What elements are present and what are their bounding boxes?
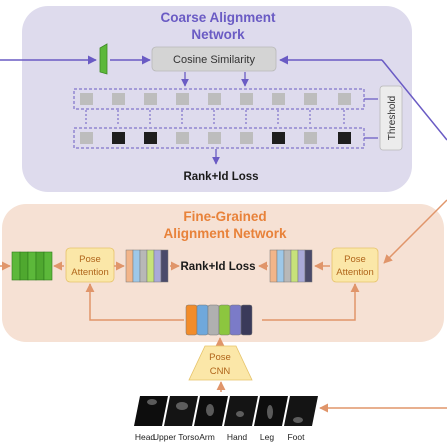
score-cells-bottom (80, 132, 351, 144)
pose-attention-right-line1: Pose (344, 254, 366, 265)
part-label-arm: Arm (199, 432, 215, 442)
pose-feature-stack (185, 304, 253, 336)
fine-loss-label: Rank+Id Loss (180, 261, 255, 273)
diagonal-connector (381, 59, 447, 141)
pose-attention-right-box (331, 247, 379, 283)
cosine-similarity-box (151, 46, 277, 72)
cosine-similarity-label: Cosine Similarity (173, 54, 255, 66)
pose-attention-left-line1: Pose (79, 254, 101, 265)
part-label-head: Head (135, 432, 156, 442)
threshold-box (379, 85, 403, 151)
pose-cnn-block: Pose CNN (188, 337, 253, 392)
pose-feature-bracket (89, 284, 356, 321)
fine-title-line1: Fine-Grained (183, 209, 266, 224)
part-label-foot: Foot (287, 432, 305, 442)
heatmap-hand (224, 396, 258, 426)
row-link-arrows (85, 110, 345, 126)
coarse-alignment-panel: Coarse Alignment Network Cosine Similari… (0, 6, 447, 192)
pose-cnn-line1: Pose (209, 352, 231, 363)
threshold-label: Threshold (387, 96, 398, 140)
orange-diagonal-connector (383, 199, 447, 264)
coarse-title-line2: Network (191, 27, 245, 42)
threshold-bracket (364, 98, 378, 139)
score-cells-top (80, 93, 351, 105)
green-feature-stack (11, 251, 53, 281)
body-part-heatmaps: Head Upper Torso Arm Hand Leg Foot (134, 396, 447, 442)
fine-panel-background (2, 204, 444, 342)
coarse-loss-label: Rank+Id Loss (183, 171, 258, 183)
part-feature-stack-left (125, 249, 169, 283)
fine-title-line2: Alignment Network (163, 226, 287, 241)
pose-attention-right-line2: Attention (336, 267, 374, 278)
heatmap-foot (284, 396, 318, 426)
coarse-title-line1: Coarse Alignment (160, 10, 276, 25)
part-label-upper-torso: Upper Torso (153, 432, 199, 442)
heatmap-highlights (147, 399, 303, 423)
part-label-hand: Hand (227, 432, 248, 442)
pose-attention-left-line2: Attention (71, 267, 109, 278)
part-feature-stack-right (269, 249, 313, 283)
pose-cnn-line2: CNN (210, 366, 231, 377)
pose-cnn-trapezoid (188, 345, 253, 381)
green-feature-block (99, 43, 108, 75)
pose-attention-left-box (65, 247, 115, 283)
heatmap-head (134, 396, 168, 426)
heatmap-upper-torso (164, 396, 198, 426)
part-label-leg: Leg (260, 432, 274, 442)
fine-alignment-panel: Fine-Grained Alignment Network Pose Atte… (0, 199, 447, 342)
